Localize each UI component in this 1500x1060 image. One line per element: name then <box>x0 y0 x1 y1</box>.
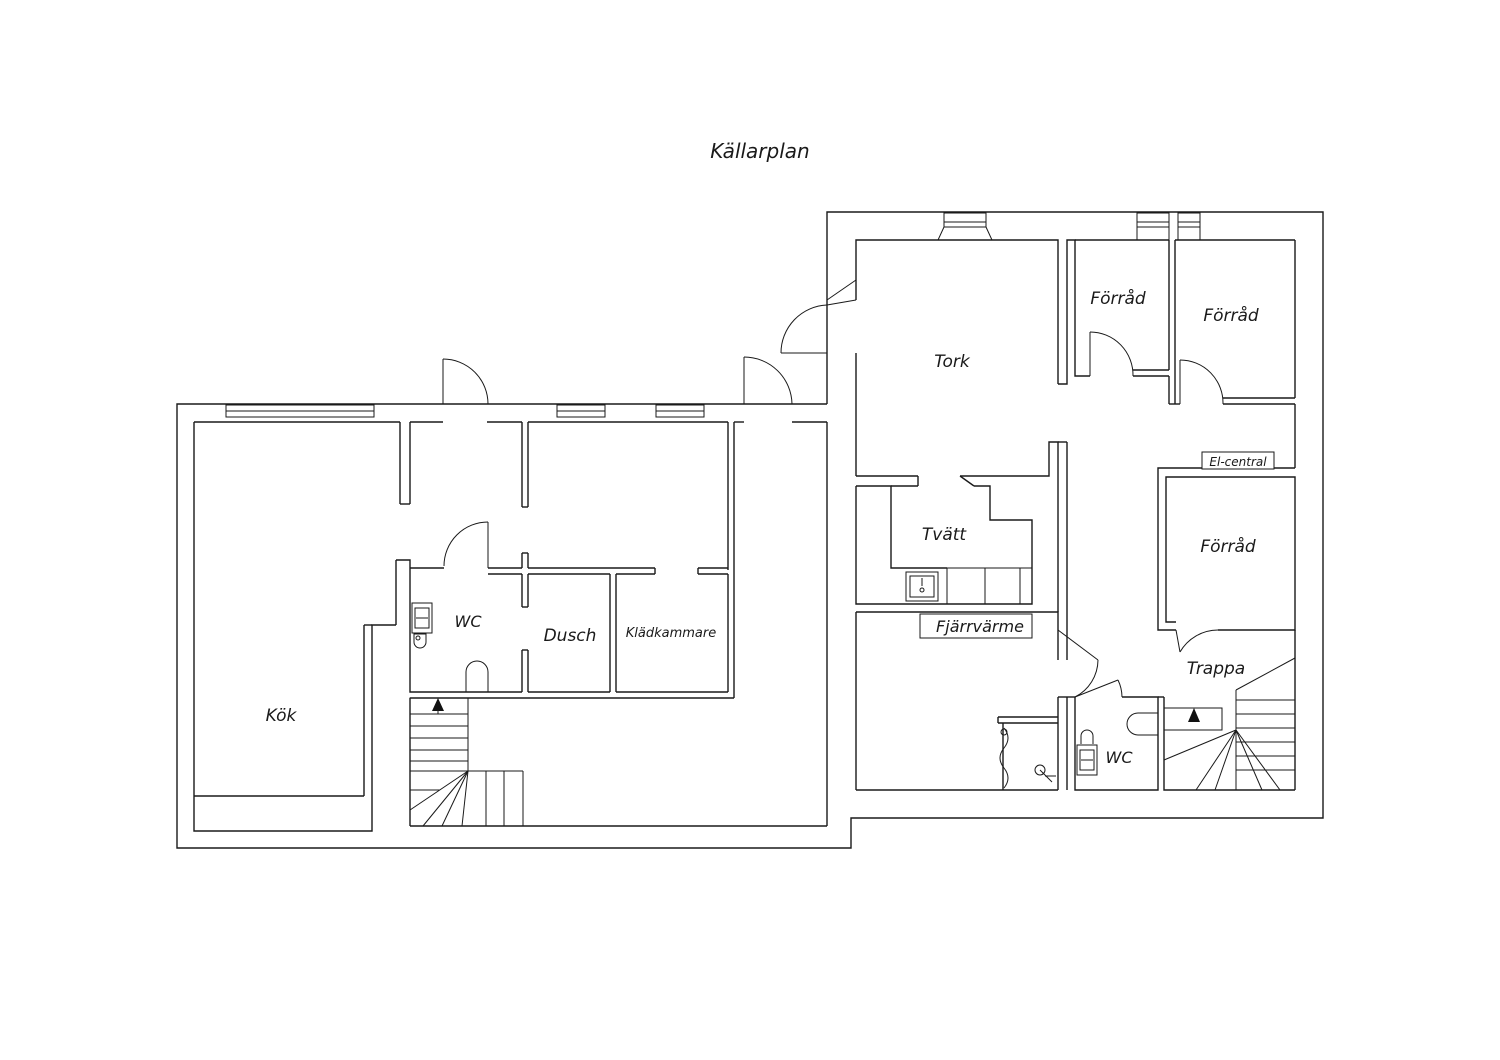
room-label-forrad-1: Förråd <box>1090 288 1146 309</box>
room-label-kladkammare: Klädkammare <box>626 626 717 641</box>
left-wing-walls <box>194 421 828 827</box>
room-label-fjarrvarme: Fjärrvärme <box>936 617 1024 636</box>
right-wing-fixtures <box>905 571 1296 791</box>
room-label-tvatt: Tvätt <box>922 525 968 545</box>
room-label-wc-left: WC <box>455 612 483 631</box>
plan-title: Källarplan <box>710 139 809 163</box>
right-wing-doors <box>1057 331 1224 698</box>
left-wing-doors <box>442 304 828 568</box>
room-label-kok: Kök <box>266 706 298 726</box>
right-wing-walls <box>826 239 1296 791</box>
outer-walls <box>176 211 1324 849</box>
room-label-tork: Tork <box>934 352 971 372</box>
el-central-box <box>1201 451 1275 470</box>
room-label-trappa: Trappa <box>1187 659 1245 679</box>
room-label-el-central: El-central <box>1209 455 1267 469</box>
room-label-dusch: Dusch <box>544 626 597 646</box>
room-label-forrad-3: Förråd <box>1200 536 1256 557</box>
windows <box>225 212 1201 418</box>
room-label-forrad-2: Förråd <box>1203 305 1259 326</box>
fjarrvarme-box <box>919 613 1033 639</box>
left-wing-fixtures <box>409 602 524 827</box>
room-label-wc-right: WC <box>1106 748 1134 767</box>
